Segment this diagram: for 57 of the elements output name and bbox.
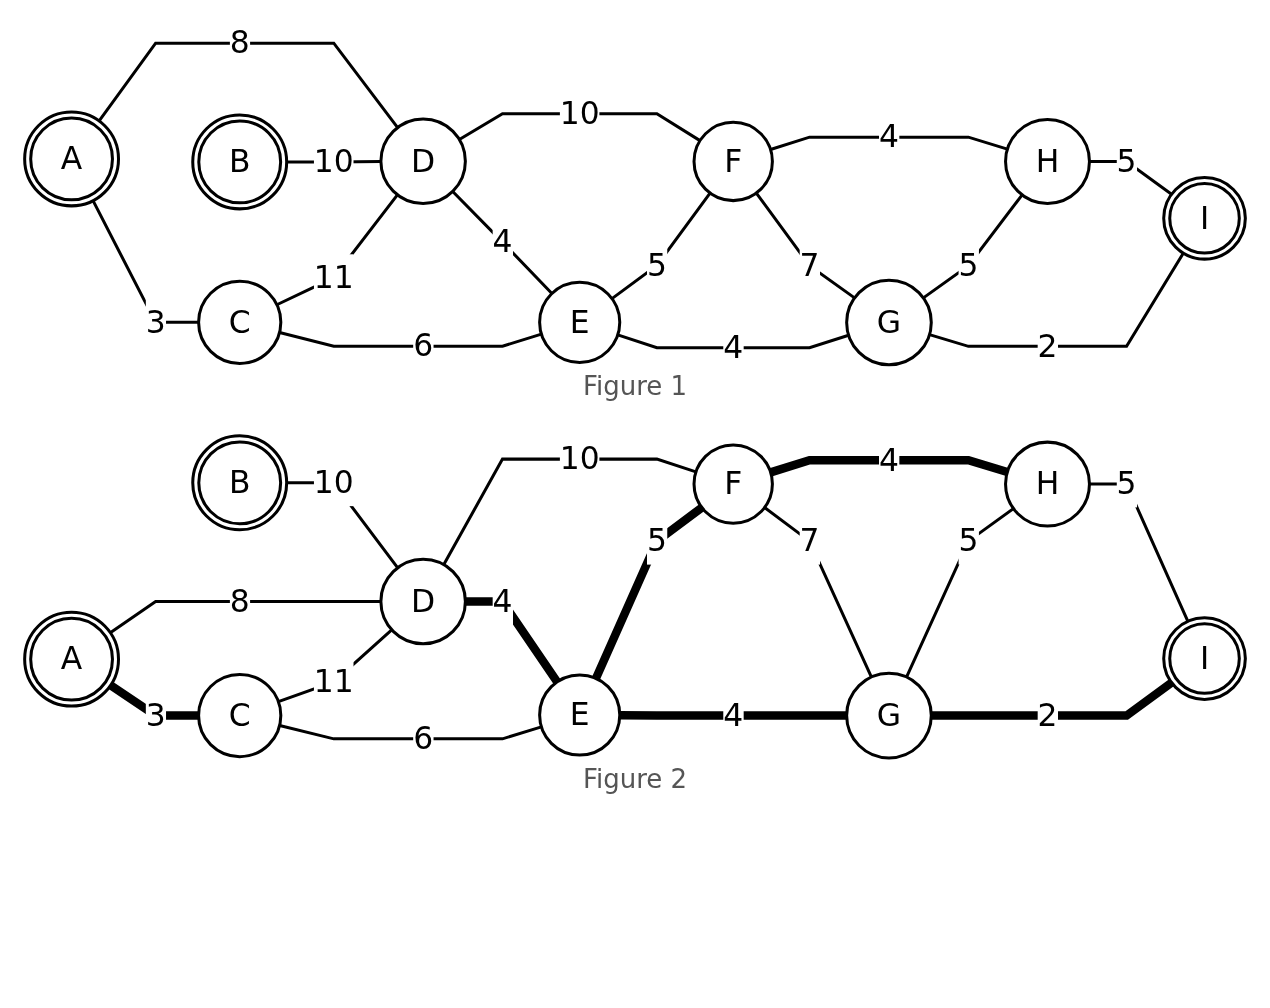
node-circle: A — [23, 110, 121, 208]
edge-label: 4 — [723, 329, 744, 366]
node-circle: C — [197, 672, 283, 759]
edge-label: 4 — [723, 696, 744, 734]
edge-label: 5 — [646, 246, 667, 283]
connector — [611, 192, 712, 300]
edge-label: 10 — [313, 464, 354, 501]
node-circle: H — [1004, 440, 1091, 528]
edge-label: 4 — [492, 223, 513, 260]
node-circle: A — [23, 610, 121, 708]
node-circle: E — [538, 280, 622, 364]
node-circle: D — [379, 117, 467, 206]
edge-label: 5 — [646, 522, 667, 559]
node-circle: I — [1162, 616, 1247, 701]
node-circle: B — [191, 113, 289, 211]
edge-label: 6 — [413, 720, 434, 757]
edge-label: 4 — [878, 441, 899, 478]
edge-label: 8 — [229, 24, 250, 61]
node-circle: I — [1162, 176, 1247, 261]
connector — [451, 190, 553, 295]
edge-label: 5 — [1116, 465, 1137, 502]
edge-label: 5 — [958, 522, 979, 559]
edge-label: 3 — [145, 303, 166, 340]
edge-label: 3 — [145, 696, 166, 734]
connector — [592, 504, 705, 681]
connector — [929, 252, 1185, 348]
connector — [922, 193, 1024, 300]
edge-label: 7 — [799, 246, 820, 284]
connector — [755, 192, 856, 300]
node-circle: C — [197, 279, 283, 365]
edge-label: 6 — [413, 327, 434, 364]
edge-label: 5 — [1116, 142, 1137, 179]
connector — [763, 506, 873, 678]
node-circle: B — [191, 434, 289, 532]
edge-label: 5 — [958, 246, 979, 284]
edge-label: 4 — [878, 118, 899, 155]
edge-label: 10 — [313, 143, 354, 180]
connector — [97, 41, 399, 129]
edge-label: 2 — [1037, 696, 1058, 734]
edge-label: 7 — [799, 522, 820, 559]
edge-label: 8 — [229, 582, 250, 620]
node-circle: F — [692, 443, 774, 525]
edge-label: 11 — [313, 663, 354, 700]
connector — [770, 135, 1008, 151]
edge-label: 10 — [559, 440, 600, 477]
edge-label: 2 — [1037, 327, 1058, 364]
node-circle: F — [692, 120, 774, 203]
node-circle: G — [845, 278, 933, 367]
connector — [276, 193, 399, 307]
edge-label: 4 — [492, 582, 513, 620]
node-circle: E — [538, 673, 622, 757]
connector — [905, 507, 1015, 678]
edge-label: 10 — [559, 94, 600, 132]
node-circle: D — [379, 557, 467, 646]
edge-label: 11 — [313, 259, 354, 296]
node-circle: G — [845, 671, 933, 760]
node-circle: H — [1004, 117, 1091, 205]
